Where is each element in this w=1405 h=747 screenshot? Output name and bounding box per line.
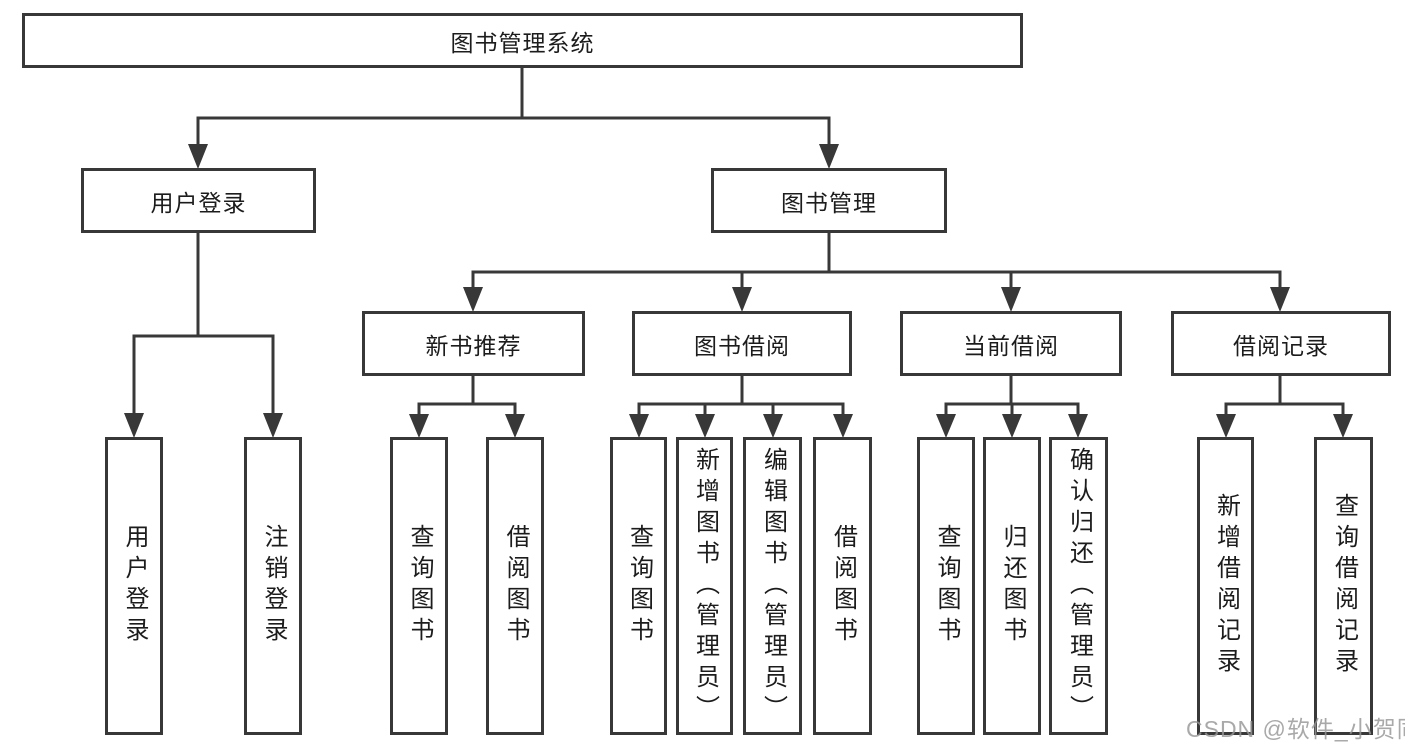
node-library-system-label: 图书管理系统 — [450, 29, 595, 56]
csdn-watermark: CSDN @软件_小贺同学 — [1186, 716, 1405, 742]
leaf-add-borrow-record-label: 新增借阅记录 — [1212, 493, 1240, 679]
node-book-borrowing-label: 图书借阅 — [694, 332, 790, 359]
node-book-management-label: 图书管理 — [781, 189, 877, 216]
leaf-query-books-borrow-label: 查询图书 — [625, 524, 653, 648]
leaf-logout-label: 注销登录 — [260, 524, 287, 648]
leaf-query-books-current: 查询图书 — [917, 437, 975, 735]
leaf-add-borrow-record: 新增借阅记录 — [1197, 437, 1254, 735]
leaf-user-login-label: 用户登录 — [121, 524, 148, 648]
node-new-book-recommend-label: 新书推荐 — [425, 332, 522, 359]
node-book-management: 图书管理 — [711, 168, 947, 233]
node-borrowing-records-label: 借阅记录 — [1233, 332, 1329, 359]
leaf-edit-book-admin-label: 编辑图书（管理员） — [759, 446, 787, 726]
leaf-query-books-current-label: 查询图书 — [933, 524, 960, 648]
leaf-return-book: 归还图书 — [983, 437, 1041, 735]
leaf-confirm-return-admin-label: 确认归还（管理员） — [1065, 446, 1093, 726]
leaf-borrow-books-recommend-label: 借阅图书 — [502, 524, 529, 648]
leaf-return-book-label: 归还图书 — [999, 524, 1026, 648]
leaf-borrow-books-recommend: 借阅图书 — [486, 437, 544, 735]
node-user-login: 用户登录 — [81, 168, 316, 233]
leaf-query-books-recommend: 查询图书 — [390, 437, 448, 735]
leaf-query-books-borrow: 查询图书 — [610, 437, 667, 735]
node-library-system: 图书管理系统 — [22, 13, 1023, 68]
leaf-query-books-recommend-label: 查询图书 — [406, 524, 433, 648]
node-book-borrowing: 图书借阅 — [632, 311, 852, 376]
node-new-book-recommend: 新书推荐 — [362, 311, 585, 376]
leaf-edit-book-admin: 编辑图书（管理员） — [743, 437, 802, 735]
leaf-logout: 注销登录 — [244, 437, 302, 735]
node-current-borrowing: 当前借阅 — [900, 311, 1122, 376]
leaf-borrow-books-borrow-label: 借阅图书 — [829, 524, 857, 648]
leaf-borrow-books-borrow: 借阅图书 — [813, 437, 872, 735]
leaf-user-login: 用户登录 — [105, 437, 163, 735]
leaf-add-book-admin: 新增图书（管理员） — [676, 437, 733, 735]
leaf-add-book-admin-label: 新增图书（管理员） — [691, 446, 719, 726]
leaf-query-borrow-record: 查询借阅记录 — [1314, 437, 1373, 735]
leaf-query-borrow-record-label: 查询借阅记录 — [1330, 493, 1358, 679]
node-user-login-label: 用户登录 — [150, 189, 247, 216]
node-borrowing-records: 借阅记录 — [1171, 311, 1391, 376]
node-current-borrowing-label: 当前借阅 — [963, 332, 1059, 359]
leaf-confirm-return-admin: 确认归还（管理员） — [1049, 437, 1108, 735]
